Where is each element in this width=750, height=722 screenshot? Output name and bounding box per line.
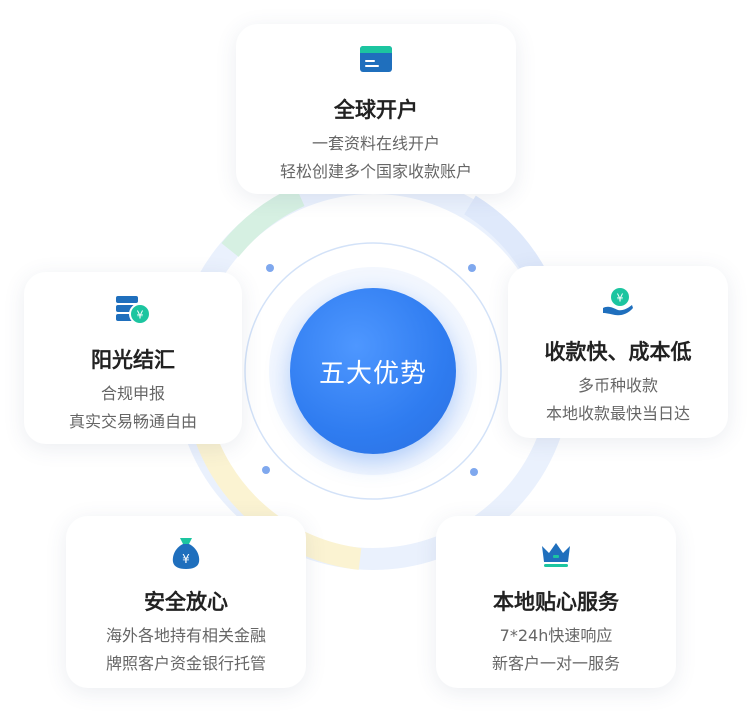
crown-icon bbox=[540, 540, 572, 572]
ring-arc-yellow bbox=[189, 417, 362, 570]
money-bag-icon: ¥ bbox=[171, 536, 201, 574]
svg-text:¥: ¥ bbox=[617, 292, 624, 305]
card-line: 牌照客户资金银行托管 bbox=[105, 654, 266, 673]
card-title: 收款快、成本低 bbox=[544, 340, 692, 364]
card-title: 阳光结汇 bbox=[91, 348, 175, 372]
card-line: 多币种收款 bbox=[577, 376, 658, 395]
ring-arc-green bbox=[221, 185, 305, 258]
card-title: 安全放心 bbox=[144, 590, 228, 614]
hand-yuan-coin-icon: ¥ bbox=[601, 286, 635, 322]
ring-dot bbox=[262, 466, 270, 474]
card-fast-low-cost: ¥ 收款快、成本低 多币种收款 本地收款最快当日达 bbox=[508, 266, 728, 438]
card-local-service: 本地贴心服务 7*24h快速响应 新客户一对一服务 bbox=[436, 516, 676, 688]
ring-dot bbox=[468, 264, 476, 272]
card-global-account: 全球开户 一套资料在线开户 轻松创建多个国家收款账户 bbox=[236, 24, 516, 194]
card-line: 新客户一对一服务 bbox=[491, 654, 620, 673]
card-title: 全球开户 bbox=[334, 98, 418, 122]
card-line: 7*24h快速响应 bbox=[499, 626, 613, 645]
card-title: 本地贴心服务 bbox=[493, 590, 619, 614]
card-safe: ¥ 安全放心 海外各地持有相关金融 牌照客户资金银行托管 bbox=[66, 516, 306, 688]
svg-text:¥: ¥ bbox=[182, 552, 190, 566]
yuan-coin-stack-icon: ¥ bbox=[115, 294, 151, 330]
svg-text:¥: ¥ bbox=[137, 309, 144, 322]
card-line: 合规申报 bbox=[100, 384, 165, 403]
center-title: 五大优势 bbox=[318, 358, 427, 389]
card-line: 一套资料在线开户 bbox=[311, 134, 440, 153]
card-line: 本地收款最快当日达 bbox=[545, 404, 690, 423]
card-line: 轻松创建多个国家收款账户 bbox=[279, 162, 472, 181]
ring-dot bbox=[470, 468, 478, 476]
card-line: 海外各地持有相关金融 bbox=[105, 626, 266, 645]
card-sunshine-settlement: ¥ 阳光结汇 合规申报 真实交易畅通自由 bbox=[24, 272, 242, 444]
card-line: 真实交易畅通自由 bbox=[68, 412, 197, 431]
bank-card-icon bbox=[359, 44, 393, 78]
ring-dot bbox=[266, 264, 274, 272]
center-title-circle: 五大优势 bbox=[290, 288, 456, 454]
